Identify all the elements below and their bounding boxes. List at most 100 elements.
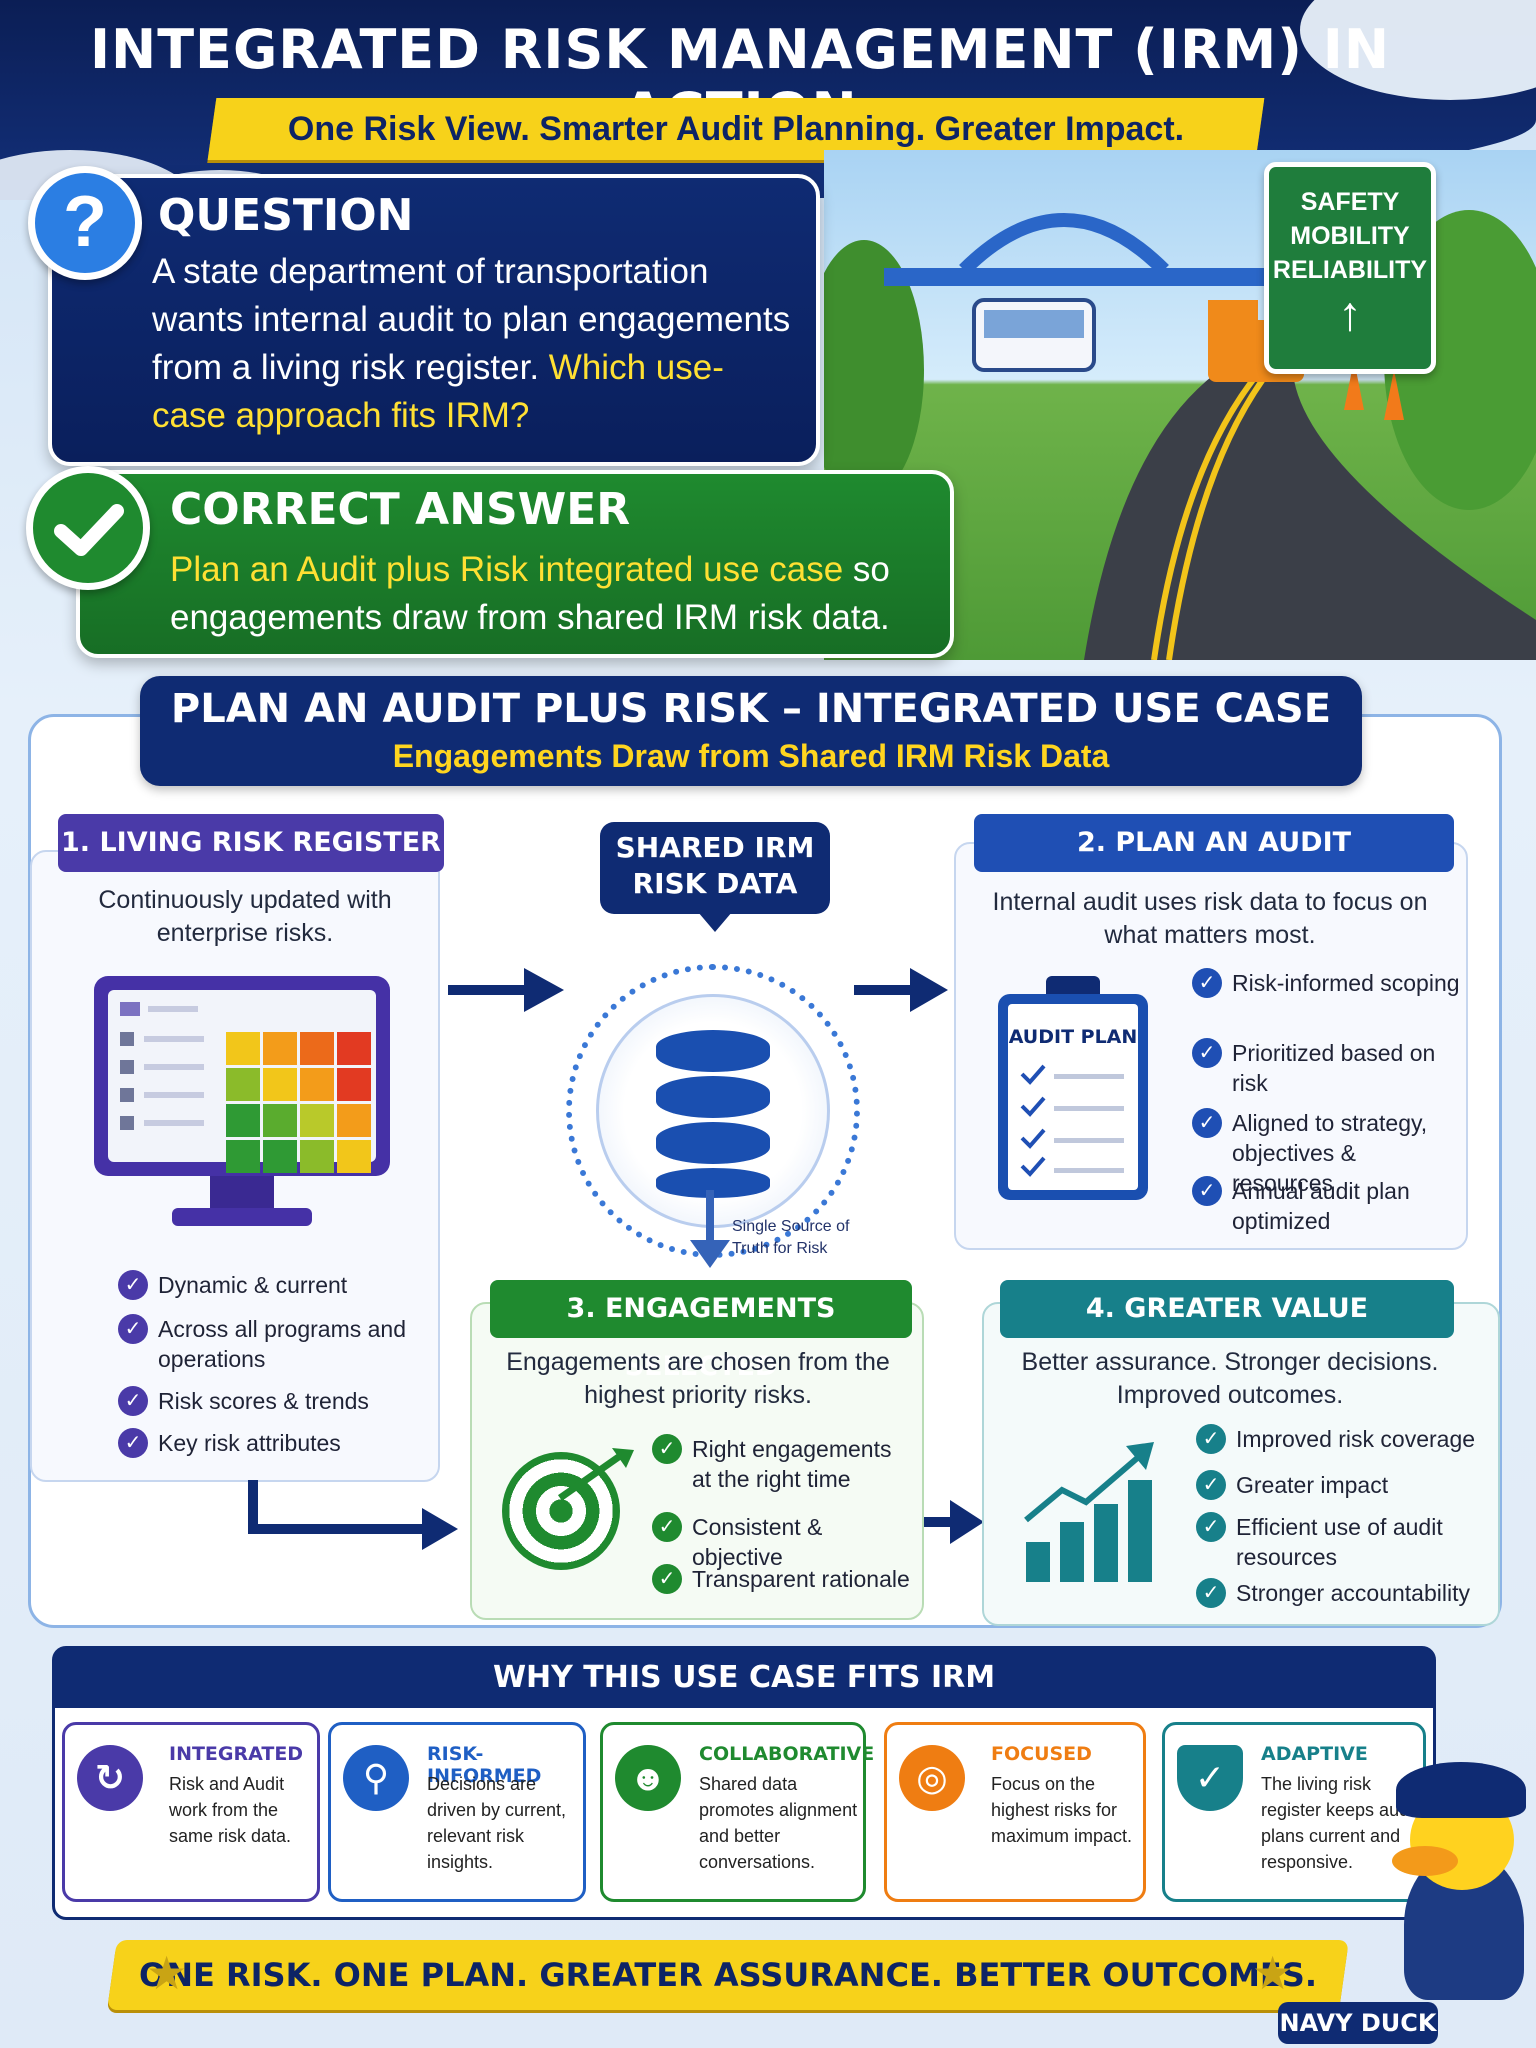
monitor-icon — [94, 976, 390, 1176]
check-icon: ✓ — [652, 1564, 682, 1594]
step1-item-label: Key risk attributes — [158, 1430, 341, 1456]
question-text: A state department of transportation wan… — [152, 248, 792, 440]
why-card-focused: ◎ FOCUSED Focus on the highest risks for… — [884, 1722, 1146, 1902]
step1-title: 1. LIVING RISK REGISTER — [58, 814, 444, 872]
why-card-text: Shared data promotes alignment and bette… — [699, 1774, 858, 1872]
check-icon: ✓ — [1196, 1578, 1226, 1608]
why-card-text: The living risk register keeps audit pla… — [1261, 1774, 1419, 1872]
audit-plan-label: AUDIT PLAN — [1008, 1026, 1138, 1048]
why-card-integrated: ↻ INTEGRATED Risk and Audit work from th… — [62, 1722, 320, 1902]
step2-item-label: Risk-informed scoping — [1232, 970, 1460, 996]
step2-description: Internal audit uses risk data to focus o… — [992, 888, 1428, 949]
step1-description: Continuously updated with enterprise ris… — [98, 886, 392, 947]
why-card-name: ADAPTIVE — [1261, 1743, 1368, 1765]
database-icon — [656, 1030, 770, 1072]
step1-item-label: Dynamic & current — [158, 1272, 348, 1298]
step3-description: Engagements are chosen from the highest … — [506, 1348, 890, 1409]
step2-item: ✓ Risk-informed scoping — [1192, 968, 1462, 998]
why-title: WHY THIS USE CASE FITS IRM — [492, 1660, 996, 1695]
step1-item-label: Risk scores & trends — [158, 1388, 369, 1414]
step4-item-label: Stronger accountability — [1236, 1580, 1470, 1606]
step4-item: ✓ Greater impact — [1196, 1470, 1486, 1500]
growth-chart-icon — [1024, 1442, 1154, 1523]
step3-item-label: Consistent & objective — [692, 1514, 823, 1570]
shared-data-label: SHARED IRM RISK DATA — [615, 831, 815, 900]
why-card-name: INTEGRATED — [169, 1743, 304, 1765]
dart-arrow — [557, 1448, 634, 1501]
arrow-elbow-icon — [248, 1480, 458, 1550]
step2-item-label: Annual audit plan optimized — [1232, 1178, 1410, 1234]
step2-item-label: Prioritized based on risk — [1232, 1040, 1436, 1096]
check-icon: ✓ — [652, 1434, 682, 1464]
check-icon: ✓ — [1192, 968, 1222, 998]
clipboard-icon — [998, 994, 1148, 1200]
question-mark-icon: ? — [28, 166, 142, 280]
step1-item: ✓Across all programs and operations — [118, 1314, 418, 1374]
step2-item-label: Aligned to strategy, objectives & resour… — [1232, 1110, 1428, 1196]
step1-item: ✓Key risk attributes — [118, 1428, 418, 1458]
step3-title: 3. ENGAGEMENTS SELECTED — [490, 1280, 912, 1382]
why-card-text: Decisions are driven by current, relevan… — [427, 1774, 567, 1872]
shared-data-label-box — [600, 822, 830, 914]
monitor-stand — [210, 1176, 274, 1210]
check-icon: ✓ — [1196, 1424, 1226, 1454]
why-card-name: COLLABORATIVE — [699, 1743, 875, 1765]
mascot-label-box — [1278, 2002, 1438, 2044]
step3-item-label: Transparent rationale — [692, 1566, 910, 1592]
arrow-right-icon — [448, 968, 564, 1012]
why-card-risk-informed: ⚲ RISK-INFORMED Decisions are driven by … — [328, 1722, 586, 1902]
target-icon: ◎ — [899, 1745, 965, 1811]
step4-item: ✓Improved risk coverage — [1196, 1424, 1486, 1454]
question-highlight: Which use-case approach fits IRM? — [152, 348, 724, 435]
check-icon: ✓ — [652, 1512, 682, 1542]
up-arrow-icon: ↑ — [1338, 288, 1362, 341]
check-icon: ✓ — [1192, 1108, 1222, 1138]
sign-line-mobility: MOBILITY — [1290, 222, 1410, 250]
panel-header — [140, 676, 1362, 786]
database-disk — [656, 1076, 770, 1118]
arrow-right-icon — [922, 1500, 984, 1544]
check-icon: ✓ — [118, 1314, 148, 1344]
sign-line-reliability: RELIABILITY — [1272, 256, 1428, 284]
why-card-collaborative: ☻ COLLABORATIVE Shared data promotes ali… — [600, 1722, 874, 1902]
step1-item: ✓Dynamic & current — [118, 1270, 418, 1300]
step4-item: ✓Efficient use of audit resources — [1196, 1512, 1486, 1572]
duck-bill — [1392, 1846, 1458, 1876]
mascot-label: NAVY DUCK — [1279, 2009, 1437, 2037]
why-card-name: FOCUSED — [991, 1743, 1092, 1765]
check-icon: ✓ — [1192, 1176, 1222, 1206]
why-card-name: RISK-INFORMED — [427, 1743, 542, 1787]
growth-bar — [1128, 1480, 1152, 1582]
single-source-caption: Single Source of Truth for Risk — [732, 1218, 850, 1257]
answer-title: CORRECT ANSWER — [170, 484, 631, 535]
step3-item: ✓ Consistent & objective — [652, 1512, 912, 1572]
question-body: A state department of transportation wan… — [152, 252, 791, 387]
cycle-icon: ↻ — [77, 1745, 143, 1811]
step2-item: ✓Prioritized based on risk — [1192, 1038, 1462, 1098]
down-arrow-icon — [690, 1190, 730, 1268]
answer-highlight: Plan an Audit plus Risk integrated use c… — [170, 550, 844, 589]
check-icon: ✓ — [118, 1386, 148, 1416]
step4-item-label: Greater impact — [1236, 1472, 1389, 1498]
shield-check-icon: ✓ — [1177, 1745, 1243, 1811]
check-icon: ✓ — [1196, 1470, 1226, 1500]
subtitle: One Risk View. Smarter Audit Planning. G… — [287, 110, 1185, 148]
bridge-and-road-graphic — [884, 213, 1536, 660]
check-icon: ✓ — [1196, 1512, 1226, 1542]
why-header — [54, 1648, 1434, 1708]
step3-item: ✓ Right engagements at the right time — [652, 1434, 912, 1494]
arrow-right-icon — [854, 968, 948, 1012]
why-card-adaptive: ✓ ADAPTIVE The living risk register keep… — [1162, 1722, 1426, 1902]
database-disk — [656, 1122, 770, 1164]
checkmark-icon — [26, 466, 150, 590]
step3-item-label: Right engagements at the right time — [692, 1436, 892, 1492]
risk-heatmap — [226, 1032, 371, 1173]
captain-hat-icon — [1396, 1762, 1526, 1818]
people-icon: ☻ — [615, 1745, 681, 1811]
panel-title: PLAN AN AUDIT PLUS RISK – INTEGRATED USE… — [170, 686, 1332, 732]
star-icon: ★ — [1252, 1947, 1294, 1999]
step3-item: ✓ Transparent rationale — [652, 1564, 912, 1594]
answer-body: so engagements draw from shared IRM risk… — [170, 550, 890, 637]
why-card-text: Focus on the highest risks for maximum i… — [991, 1774, 1133, 1846]
growth-bar — [1026, 1542, 1050, 1582]
